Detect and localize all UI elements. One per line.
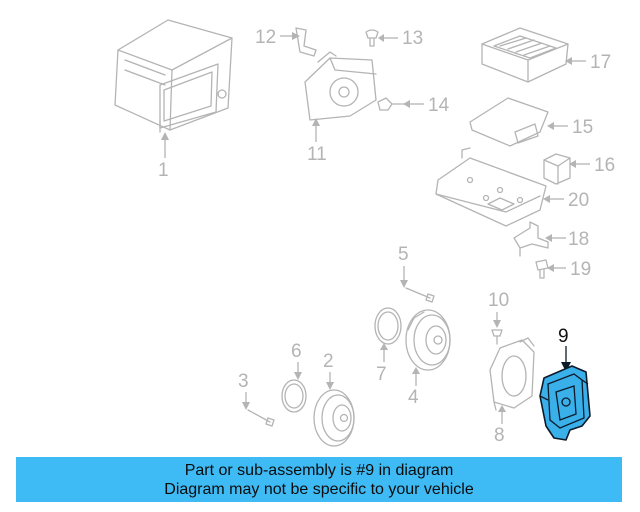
callout-19: 19 [570, 259, 591, 280]
part-2-speaker [313, 372, 355, 447]
part-10-screw [491, 312, 503, 345]
part-3-screw [242, 392, 275, 427]
banner-line-1: Part or sub-assembly is #9 in diagram [184, 461, 454, 479]
callout-9: 9 [558, 326, 569, 347]
info-banner: Part or sub-assembly is #9 in diagram Di… [16, 457, 622, 502]
part-4-speaker [405, 309, 451, 386]
part-15-pad [469, 97, 568, 147]
part-8-speaker-bracket [489, 337, 535, 424]
callout-6: 6 [291, 341, 302, 362]
callout-7: 7 [376, 364, 387, 385]
banner-line-2: Diagram may not be specific to your vehi… [164, 480, 474, 498]
part-9-speaker-enclosure [539, 346, 591, 441]
part-5-screw [400, 266, 435, 303]
part-12-bracket [280, 27, 317, 57]
callout-20: 20 [568, 190, 589, 211]
parts-diagram: 1 11 12 13 14 [114, 19, 615, 447]
callout-11: 11 [307, 144, 327, 165]
callout-16: 16 [594, 155, 615, 176]
part-7-gasket [374, 307, 402, 362]
part-17-module [481, 27, 586, 83]
callout-5: 5 [398, 244, 409, 265]
part-11-speaker-housing [304, 51, 377, 142]
callout-14: 14 [428, 95, 450, 116]
callout-17: 17 [590, 52, 611, 73]
callout-13: 13 [402, 28, 423, 49]
callout-8: 8 [494, 425, 505, 446]
callout-arrow [161, 132, 169, 140]
callout-12: 12 [255, 27, 276, 48]
callout-10: 10 [488, 290, 509, 311]
part-20-mounting-plate [435, 147, 564, 227]
callout-4: 4 [408, 387, 419, 408]
callout-15: 15 [572, 117, 593, 138]
part-1-head-unit [114, 19, 233, 158]
callout-1: 1 [158, 160, 169, 181]
callout-18: 18 [568, 229, 589, 250]
part-13-clip [365, 29, 398, 47]
part-18-bracket [513, 221, 566, 257]
part-6-ring [281, 362, 307, 413]
callout-3: 3 [238, 371, 249, 392]
part-16-connector [543, 153, 590, 185]
part-14-screw [377, 97, 424, 111]
part-19-screw [535, 259, 566, 279]
callout-2: 2 [323, 351, 334, 372]
